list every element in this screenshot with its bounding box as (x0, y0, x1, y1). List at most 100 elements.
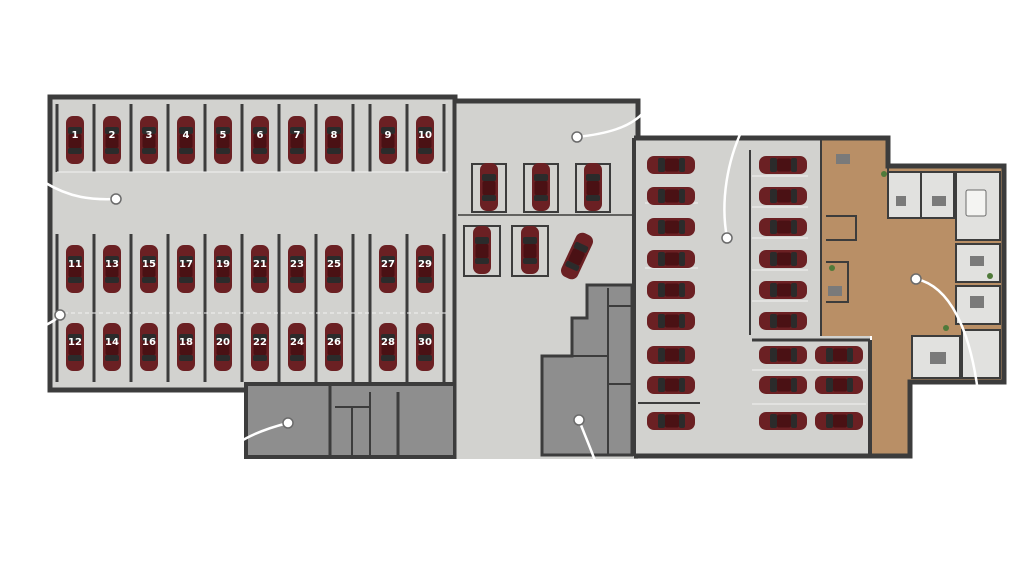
slot-number-label: 6 (257, 130, 264, 141)
parking-slot-21[interactable]: 21 (251, 245, 269, 293)
slot-number-label: 3 (146, 130, 153, 141)
left-lot-marker[interactable] (110, 193, 122, 205)
parked-car-right-lot (647, 250, 695, 268)
parked-car-right-lot (647, 281, 695, 299)
parking-slot-12[interactable]: 12 (66, 323, 84, 371)
parked-car-right-lot (759, 156, 807, 174)
parked-car-center-lot (521, 226, 539, 274)
slot-number-label: 19 (216, 259, 230, 270)
parking-slot-22[interactable]: 22 (251, 323, 269, 371)
parking-slot-24[interactable]: 24 (288, 323, 306, 371)
parking-slot-4[interactable]: 4 (177, 116, 195, 164)
slot-number-label: 2 (109, 130, 116, 141)
parking-slot-9[interactable]: 9 (379, 116, 397, 164)
left-edge-marker[interactable] (54, 309, 66, 321)
slot-number-label: 8 (331, 130, 338, 141)
parking-slot-27[interactable]: 27 (379, 245, 397, 293)
parking-slot-25[interactable]: 25 (325, 245, 343, 293)
parking-slot-16[interactable]: 16 (140, 323, 158, 371)
slot-number-label: 28 (381, 337, 395, 348)
slot-number-label: 27 (381, 259, 395, 270)
parked-car-right-lot (647, 346, 695, 364)
parking-slot-26[interactable]: 26 (325, 323, 343, 371)
office-callout-line (915, 277, 980, 393)
parked-car-right-lot (647, 412, 695, 430)
lower-service-rooms (244, 382, 457, 459)
service-block-marker[interactable] (573, 414, 585, 426)
slot-number-label: 24 (290, 337, 304, 348)
parking-slot-1[interactable]: 1 (66, 116, 84, 164)
slot-number-label: 25 (327, 259, 341, 270)
parked-car-right-lot (759, 312, 807, 330)
parked-car-center-lot (532, 163, 550, 211)
slot-number-label: 13 (105, 259, 119, 270)
slot-number-label: 15 (142, 259, 156, 270)
parked-car-right-lot (759, 218, 807, 236)
slot-number-label: 17 (179, 259, 193, 270)
parked-car-center-lot (584, 163, 602, 211)
parking-slot-11[interactable]: 11 (66, 245, 84, 293)
parking-slot-30[interactable]: 30 (416, 323, 434, 371)
parking-slot-14[interactable]: 14 (103, 323, 121, 371)
parked-car-right-lot (759, 281, 807, 299)
parked-car-right-lot (759, 412, 807, 430)
slot-number-label: 16 (142, 337, 156, 348)
slot-number-label: 12 (68, 337, 82, 348)
slot-number-label: 20 (216, 337, 230, 348)
right-lot-callout-line (723, 129, 744, 239)
parked-car-center-lot (473, 226, 491, 274)
parked-car-right-lot (759, 376, 807, 394)
right-lot-marker[interactable] (721, 232, 733, 244)
slot-number-label: 30 (418, 337, 432, 348)
parking-slot-7[interactable]: 7 (288, 116, 306, 164)
parking-slot-10[interactable]: 10 (416, 116, 434, 164)
parked-car-right-lot (647, 376, 695, 394)
slot-number-label: 23 (290, 259, 304, 270)
parked-car-right-lot (647, 218, 695, 236)
office-marker[interactable] (910, 273, 922, 285)
parked-car-right-lot (647, 156, 695, 174)
parking-slot-17[interactable]: 17 (177, 245, 195, 293)
parking-slot-5[interactable]: 5 (214, 116, 232, 164)
parked-car-right-lot (759, 250, 807, 268)
parked-car-right-lot (815, 376, 863, 394)
parked-car-right-lot (815, 412, 863, 430)
slot-number-label: 10 (418, 130, 432, 141)
parked-car-center-lot (480, 163, 498, 211)
parking-slot-8[interactable]: 8 (325, 116, 343, 164)
slot-number-label: 11 (68, 259, 82, 270)
parking-slot-28[interactable]: 28 (379, 323, 397, 371)
parking-slot-2[interactable]: 2 (103, 116, 121, 164)
left-lot-callout-line (43, 180, 117, 201)
parked-car-right-lot (759, 187, 807, 205)
center-lot-marker[interactable] (571, 131, 583, 143)
parking-slot-19[interactable]: 19 (214, 245, 232, 293)
parking-slot-3[interactable]: 3 (140, 116, 158, 164)
service-rooms-marker[interactable] (282, 417, 294, 429)
parking-slot-23[interactable]: 23 (288, 245, 306, 293)
slot-number-label: 22 (253, 337, 267, 348)
slot-number-label: 18 (179, 337, 193, 348)
slot-number-label: 4 (183, 130, 190, 141)
slot-number-label: 5 (220, 130, 227, 141)
parking-slot-15[interactable]: 15 (140, 245, 158, 293)
parking-slot-29[interactable]: 29 (416, 245, 434, 293)
middle-row-stall-dividers (55, 234, 446, 382)
slot-number-label: 1 (72, 130, 79, 141)
center-lot-callout-line (576, 111, 645, 139)
parked-car-right-lot (759, 346, 807, 364)
parking-slot-13[interactable]: 13 (103, 245, 121, 293)
parking-slot-6[interactable]: 6 (251, 116, 269, 164)
parked-car-right-lot (815, 346, 863, 364)
slot-number-label: 7 (294, 130, 301, 141)
slot-number-label: 26 (327, 337, 341, 348)
slot-number-label: 21 (253, 259, 267, 270)
parking-slot-18[interactable]: 18 (177, 323, 195, 371)
slot-number-label: 9 (385, 130, 392, 141)
parked-car-right-lot (647, 187, 695, 205)
top-row-stall-dividers (55, 104, 446, 172)
parked-car-right-lot (647, 312, 695, 330)
parking-slot-20[interactable]: 20 (214, 323, 232, 371)
